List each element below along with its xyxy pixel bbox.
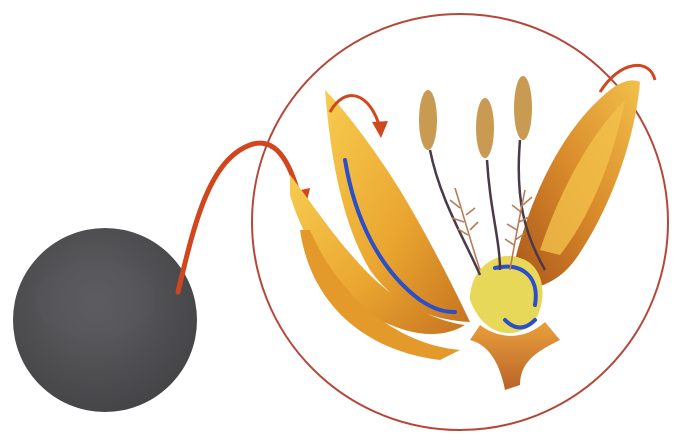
- anther-3: [514, 76, 532, 140]
- stigma-left: [450, 188, 480, 270]
- anther-1: [419, 90, 437, 150]
- anther-2: [476, 98, 494, 158]
- lemma-arrow-head: [372, 121, 388, 138]
- curved-arrow: [178, 143, 300, 292]
- disc-texture: [35, 260, 155, 340]
- filament-2: [487, 160, 500, 270]
- filament-1: [430, 150, 480, 275]
